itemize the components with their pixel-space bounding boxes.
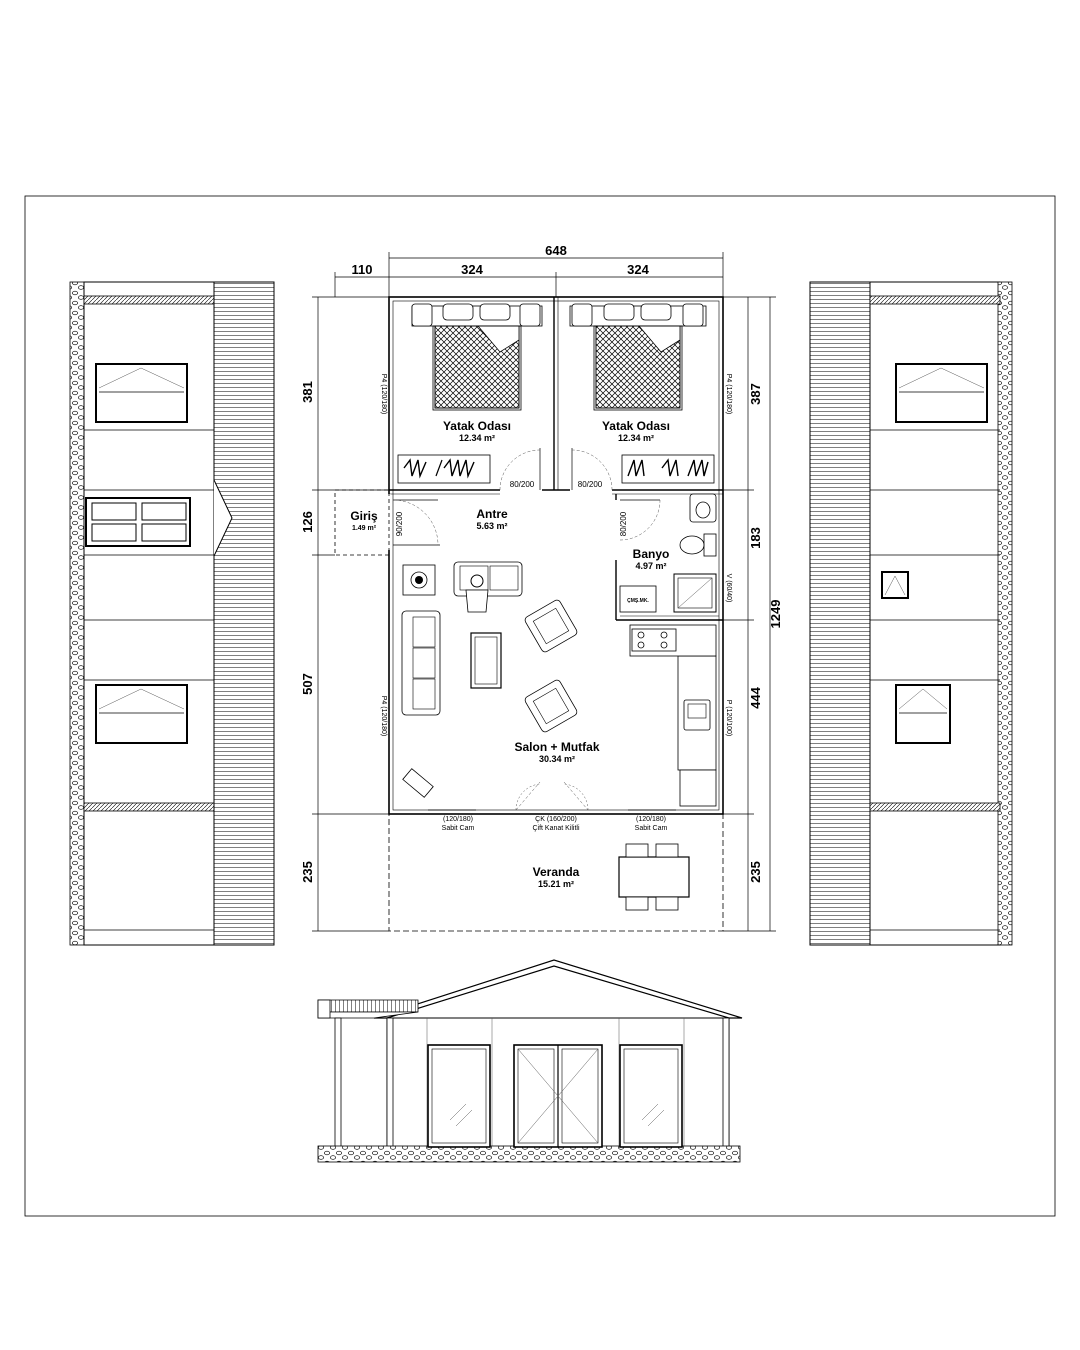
window-label-bedroom-2: P4 (120/180) — [725, 374, 732, 414]
bed — [569, 303, 707, 411]
dim-right-4: 235 — [748, 861, 763, 883]
window-label-living: P4 (120/180) — [380, 696, 387, 736]
room-name-bedroom-1: Yatak Odası — [443, 419, 511, 433]
side-window — [895, 684, 951, 744]
room-area-entry: 1.49 m² — [352, 525, 377, 532]
right-side-elevation — [809, 281, 1013, 946]
side-small-window — [881, 571, 909, 599]
room-area-bath: 4.97 m² — [635, 561, 666, 571]
room-area-veranda: 15.21 m² — [538, 879, 574, 889]
door-label-bedroom-2: 80/200 — [578, 480, 603, 489]
side-window — [95, 684, 188, 744]
door-label-entry: 90/200 — [395, 511, 404, 536]
room-name-bedroom-2: Yatak Odası — [602, 419, 670, 433]
dim-right-total: 1249 — [768, 600, 783, 629]
front-window-left-size: (120/180) — [443, 816, 473, 823]
side-window — [95, 363, 188, 423]
room-area-hall: 5.63 m² — [476, 521, 507, 531]
dim-left-4: 235 — [300, 861, 315, 883]
chair — [625, 896, 649, 911]
front-door-size: ÇK (160/200) — [535, 816, 577, 823]
dim-top-b: 324 — [627, 262, 649, 277]
dim-right-2: 183 — [748, 527, 763, 549]
floor-plan — [312, 252, 776, 932]
washing-machine — [619, 585, 657, 613]
kitchen-sink — [683, 699, 711, 731]
front-window — [427, 1044, 491, 1148]
dim-left-2: 126 — [300, 511, 315, 533]
left-side-elevation — [69, 281, 275, 946]
room-name-bath: Banyo — [633, 547, 670, 561]
chair — [655, 843, 679, 858]
window-label-kitchen: P (120/100) — [725, 700, 732, 736]
cooktop — [631, 628, 677, 652]
room-name-living: Salon + Mutfak — [514, 740, 599, 754]
chair — [655, 896, 679, 911]
front-window — [619, 1044, 683, 1148]
front-window-right-type: Sabit Cam — [635, 825, 668, 832]
dim-left-1: 381 — [300, 381, 315, 403]
room-name-hall: Antre — [476, 507, 508, 521]
fridge — [679, 769, 717, 807]
armchair — [524, 599, 578, 653]
bed — [411, 303, 543, 411]
side-door — [85, 497, 191, 547]
dim-right-1: 387 — [748, 383, 763, 405]
person-figure — [470, 574, 484, 588]
dim-top-left: 110 — [352, 262, 373, 277]
front-window-right-size: (120/180) — [636, 816, 666, 823]
dining-table — [618, 856, 690, 898]
dim-right-3: 444 — [748, 686, 763, 708]
sofa — [401, 610, 441, 716]
side-window — [895, 363, 988, 423]
coffee-table — [470, 632, 502, 689]
front-window-left-type: Sabit Cam — [442, 825, 475, 832]
sink — [689, 493, 717, 523]
tv-unit — [402, 768, 434, 798]
door-label-bath: 80/200 — [619, 511, 628, 536]
room-area-bedroom-2: 12.34 m² — [618, 433, 654, 443]
room-area-bedroom-1: 12.34 m² — [459, 433, 495, 443]
door-label-bedroom-1: 80/200 — [510, 480, 535, 489]
toilet — [703, 533, 717, 557]
window-label-bedroom-1: P4 (120/180) — [380, 374, 387, 414]
chair — [625, 843, 649, 858]
room-area-living: 30.34 m² — [539, 754, 575, 764]
dim-left-3: 507 — [300, 673, 315, 695]
room-name-veranda: Veranda — [533, 865, 580, 879]
window-label-bath: V (60/40) — [725, 574, 732, 603]
front-door-type: Çift Kanat Kilitli — [532, 825, 580, 832]
room-name-entry: Giriş — [350, 509, 378, 523]
armchair — [524, 679, 578, 733]
dim-top-a: 324 — [461, 262, 483, 277]
laundry-label: ÇMŞ.MK. — [627, 598, 649, 604]
drawing-frame — [24, 195, 1056, 1217]
dim-top-total: 648 — [545, 243, 567, 258]
wardrobe — [397, 454, 491, 484]
front-elevation — [317, 959, 743, 1163]
